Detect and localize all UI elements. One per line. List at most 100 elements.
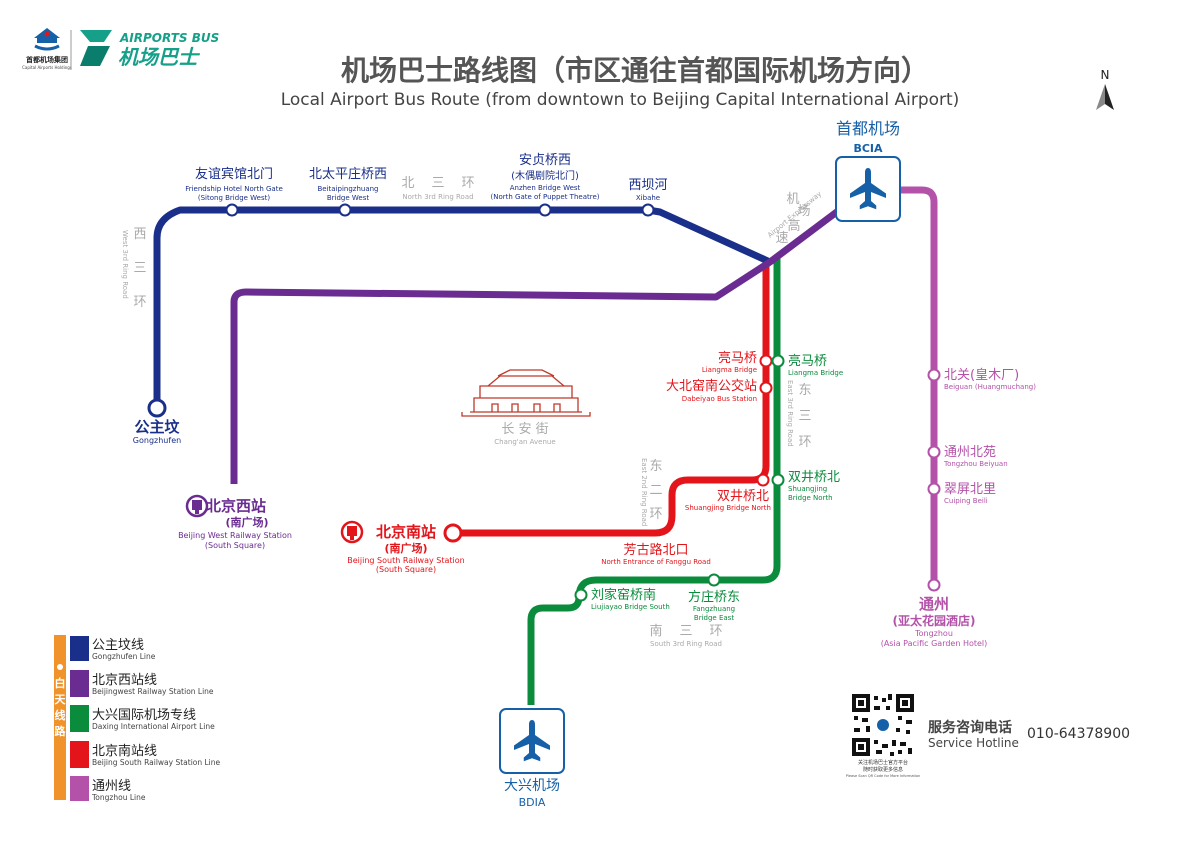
svg-text:Beijing West Railway Station: Beijing West Railway Station xyxy=(178,531,292,540)
svg-text:通州北苑: 通州北苑 xyxy=(944,445,996,460)
svg-text:东: 东 xyxy=(798,383,811,398)
bcia-airport[interactable]: 首都机场 BCIA xyxy=(835,119,901,222)
station-dabeiyao[interactable]: 大北窑南公交站 Dabeiyao Bus Station xyxy=(666,378,773,403)
brand-en: AIRPORTS BUS xyxy=(119,31,219,45)
east-3rd-ring-label: 东 三 环 East 3rd Ring Road xyxy=(786,380,812,450)
svg-text:East 2nd Ring Road: East 2nd Ring Road xyxy=(640,458,648,526)
station-anzhen[interactable]: 安贞桥西 (木偶剧院北门) Anzhen Bridge West (North … xyxy=(490,153,600,217)
bdia-airport[interactable]: 大兴机场 BDIA xyxy=(499,708,565,809)
legend-title-1: 白 xyxy=(55,676,66,690)
page-subtitle: Local Airport Bus Route (from downtown t… xyxy=(281,90,960,110)
svg-text:(木偶剧院北门): (木偶剧院北门) xyxy=(511,169,579,182)
station-shuangjing-green[interactable]: 双井桥北 Shuangjing Bridge North xyxy=(771,470,841,502)
hotline-label: 服务咨询电话 xyxy=(928,719,1012,736)
svg-text:Bridge East: Bridge East xyxy=(694,614,734,622)
legend-item-gongzhufen: 公主坟线 Gongzhufen Line xyxy=(70,636,156,661)
station-gongzhufen[interactable]: 公主坟 Gongzhufen xyxy=(133,398,181,445)
svg-text:友谊宾馆北门: 友谊宾馆北门 xyxy=(195,166,273,182)
railway-station-icon xyxy=(340,520,364,544)
qr-code[interactable] xyxy=(852,694,914,756)
station-tongzhou-beiyuan[interactable]: 通州北苑 Tongzhou Beiyuan xyxy=(927,445,1008,468)
svg-text:(North Gate of Puppet Theatre): (North Gate of Puppet Theatre) xyxy=(490,193,599,201)
tongzhou-line xyxy=(900,186,938,582)
svg-text:翠屏北里: 翠屏北里 xyxy=(944,482,996,497)
station-beitaipingzhuang[interactable]: 北太平庄桥西 Beitaipingzhuang Bridge West xyxy=(309,166,387,217)
legend-title-2: 天 xyxy=(55,693,67,706)
hotline-number[interactable]: 010-64378900 xyxy=(1027,726,1130,742)
svg-text:通州: 通州 xyxy=(919,595,949,613)
station-beijingxi[interactable]: 北京西站 (南广场) Beijing West Railway Station … xyxy=(178,494,292,550)
sun-icon xyxy=(57,664,63,670)
svg-text:(亚太花园酒店): (亚太花园酒店) xyxy=(893,613,976,628)
airport-expressway-label: Airport Expressway 机 场 高 速 xyxy=(766,190,823,246)
station-liangma-green[interactable]: 亮马桥 Liangma Bridge xyxy=(771,353,844,377)
svg-text:South 3rd Ring Road: South 3rd Ring Road xyxy=(650,640,722,648)
svg-text:Beitaipingzhuang: Beitaipingzhuang xyxy=(317,185,378,193)
svg-text:双井桥北: 双井桥北 xyxy=(717,489,769,504)
railway-station-icon xyxy=(185,494,209,518)
svg-text:Liujiayao Bridge South: Liujiayao Bridge South xyxy=(591,603,670,611)
svg-text:(南广场): (南广场) xyxy=(384,541,427,555)
svg-text:北京南站: 北京南站 xyxy=(376,523,436,541)
page-title: 机场巴士路线图（市区通往首都国际机场方向） xyxy=(341,54,929,87)
station-beiguan[interactable]: 北关(皇木厂) Beiguan (Huangmuchang) xyxy=(927,368,1037,391)
bcia-name: 首都机场 xyxy=(836,119,900,138)
gongzhufen-line xyxy=(153,206,772,400)
svg-text:西坝河: 西坝河 xyxy=(628,178,667,193)
legend-item-beijingnan: 北京南站线 Beijing South Railway Station Line xyxy=(70,741,221,768)
tiananmen-landmark-icon xyxy=(461,369,591,417)
station-beijingnan[interactable]: 北京南站 (南广场) Beijing South Railway Station… xyxy=(340,520,465,574)
svg-text:Bridge West: Bridge West xyxy=(327,194,370,202)
airports-bus-logo: AIRPORTS BUS 机场巴士 xyxy=(80,30,219,69)
south-3rd-ring-label: 南 三 环 South 3rd Ring Road xyxy=(649,623,722,648)
svg-text:Liangma Bridge: Liangma Bridge xyxy=(702,366,757,374)
svg-text:西: 西 xyxy=(133,227,146,242)
svg-text:Gongzhufen: Gongzhufen xyxy=(133,436,181,445)
svg-text:北太平庄桥西: 北太平庄桥西 xyxy=(309,166,387,182)
capital-airports-emblem-icon xyxy=(34,28,60,51)
station-fangzhuang[interactable]: 方庄桥东 Fangzhuang Bridge East xyxy=(688,573,740,623)
svg-text:(南广场): (南广场) xyxy=(225,515,268,529)
svg-text:Daxing International Airport L: Daxing International Airport Line xyxy=(92,722,215,731)
svg-text:公主坟: 公主坟 xyxy=(134,418,179,436)
hotline-label-en: Service Hotline xyxy=(928,736,1019,750)
svg-text:West 3rd Ring Road: West 3rd Ring Road xyxy=(121,230,129,299)
svg-text:二: 二 xyxy=(649,483,662,498)
svg-text:双井桥北: 双井桥北 xyxy=(788,470,840,485)
svg-text:Beiguan (Huangmuchang): Beiguan (Huangmuchang) xyxy=(944,383,1036,391)
svg-text:Shuangjing: Shuangjing xyxy=(788,485,827,493)
svg-text:北京西站线: 北京西站线 xyxy=(92,673,157,688)
capital-airports-logo: 首都机场集团 Capital Airports Holdings xyxy=(22,28,72,70)
svg-text:大北窑南公交站: 大北窑南公交站 xyxy=(666,378,757,394)
west-3rd-ring-label: 西 三 环 West 3rd Ring Road xyxy=(121,227,147,310)
station-youyi[interactable]: 友谊宾馆北门 Friendship Hotel North Gate (Sito… xyxy=(185,166,283,217)
qr-logo-icon xyxy=(877,719,889,731)
station-liangma-red[interactable]: 亮马桥 Liangma Bridge xyxy=(702,350,773,374)
svg-text:环: 环 xyxy=(133,295,146,310)
legend-title-3: 线 xyxy=(55,708,66,722)
qr-caption-2: 随时获取更多信息 xyxy=(863,766,903,773)
station-liujiayao[interactable]: 刘家窑桥南 Liujiayao Bridge South xyxy=(574,587,670,611)
svg-text:三: 三 xyxy=(431,176,444,191)
station-xibahe[interactable]: 西坝河 Xibahe xyxy=(628,178,668,217)
svg-text:Tongzhou Line: Tongzhou Line xyxy=(91,793,146,802)
station-tongzhou[interactable]: 通州 (亚太花园酒店) Tongzhou (Asia Pacific Garde… xyxy=(881,578,988,649)
svg-text:North 3rd Ring Road: North 3rd Ring Road xyxy=(402,193,473,201)
station-fanggu[interactable]: 芳古路北口 North Entrance of Fanggu Road xyxy=(601,542,711,566)
station-cuiping[interactable]: 翠屏北里 Cuiping Beili xyxy=(927,482,997,505)
svg-text:Tongzhou: Tongzhou xyxy=(914,629,953,638)
brand-cn: 机场巴士 xyxy=(118,45,201,69)
group-name: 首都机场集团 xyxy=(26,55,68,64)
changan-label-en: Chang'an Avenue xyxy=(494,438,555,446)
svg-text:Gongzhufen Line: Gongzhufen Line xyxy=(92,652,156,661)
svg-text:环: 环 xyxy=(649,507,662,522)
svg-text:Tongzhou Beiyuan: Tongzhou Beiyuan xyxy=(943,460,1008,468)
qr-caption-1: 关注机场巴士官方平台 xyxy=(858,759,908,766)
station-shuangjing-red[interactable]: 双井桥北 Shuangjing Bridge North xyxy=(685,473,771,513)
svg-text:Anzhen Bridge West: Anzhen Bridge West xyxy=(510,184,581,192)
svg-text:亮马桥: 亮马桥 xyxy=(718,350,757,366)
svg-text:Shuangjing Bridge North: Shuangjing Bridge North xyxy=(685,504,771,512)
svg-text:高: 高 xyxy=(787,218,800,234)
svg-text:方庄桥东: 方庄桥东 xyxy=(688,589,740,605)
